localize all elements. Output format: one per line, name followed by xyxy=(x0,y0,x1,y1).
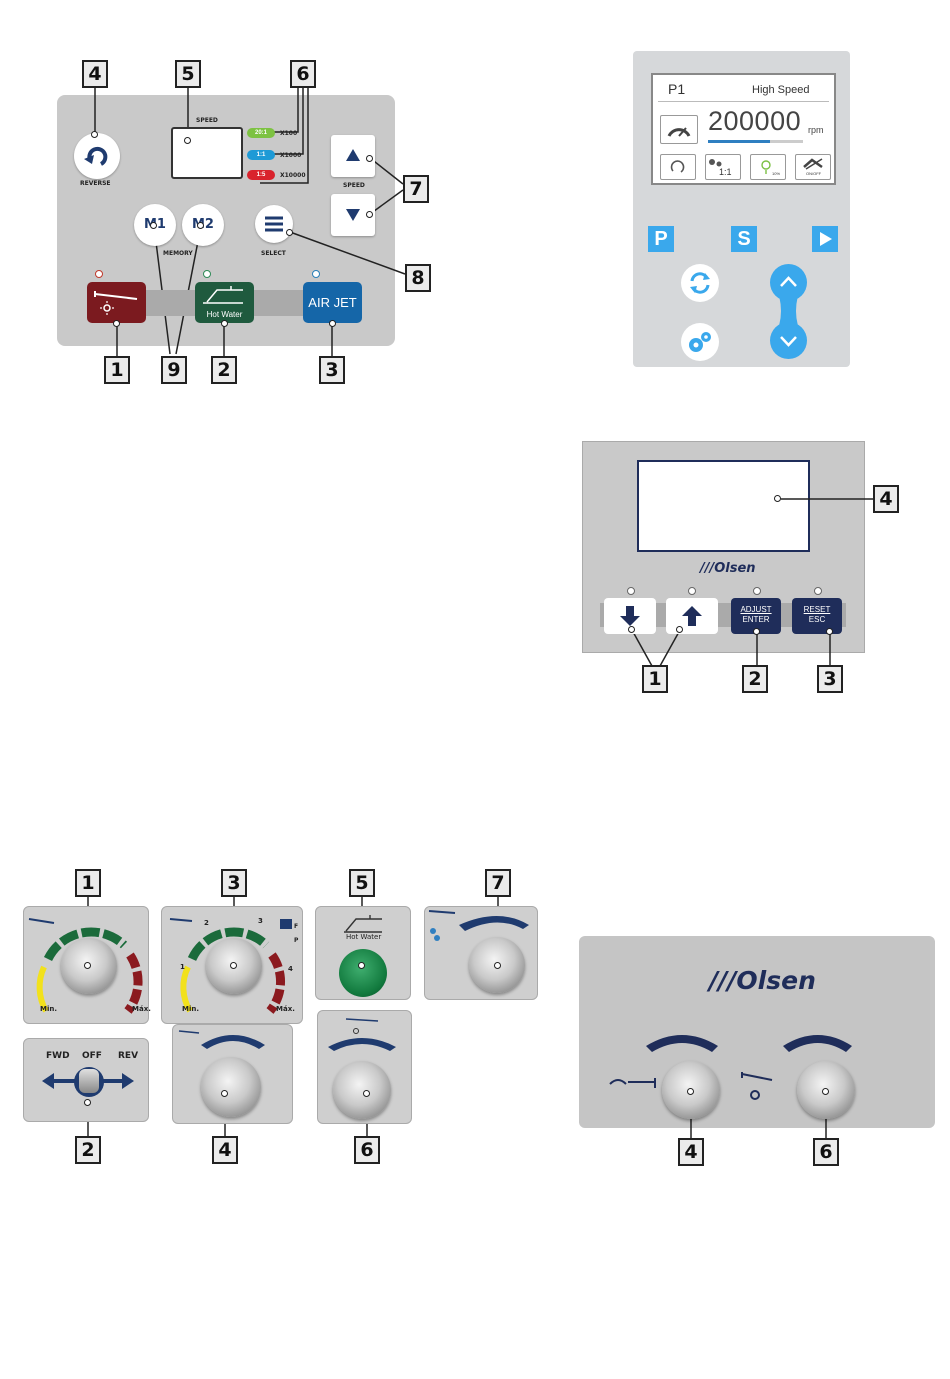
callout-e-6: 6 xyxy=(813,1138,839,1166)
panel-e-art xyxy=(0,0,950,1200)
callout-e-4: 4 xyxy=(678,1138,704,1166)
